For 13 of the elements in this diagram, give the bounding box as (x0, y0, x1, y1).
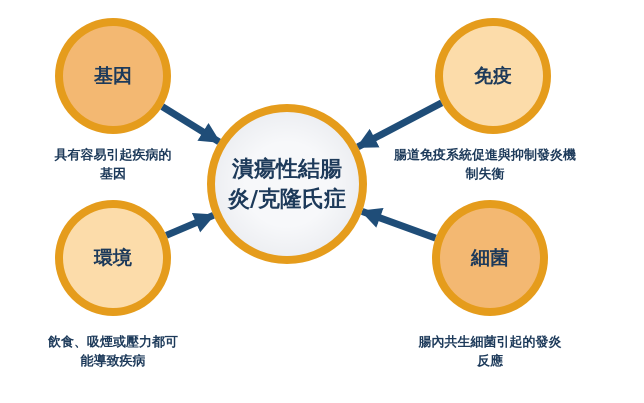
description-text: 飲食、吸煙或壓力都可能導致疾病 (47, 334, 179, 371)
arrow (360, 208, 437, 242)
circle-node: 環境 (55, 200, 171, 316)
circle-node: 潰瘍性結腸炎/克隆氏症 (207, 104, 367, 264)
circle-node: 細菌 (432, 200, 548, 316)
arrow (356, 100, 444, 150)
description-text: 腸道免疫系統促進與抑制發炎機制失衡 (392, 146, 577, 184)
arrow (165, 212, 216, 239)
arrow (160, 104, 221, 145)
description-text: 具有容易引起疾病的基因 (54, 146, 172, 184)
description-text: 腸內共生細菌引起的發炎反應 (417, 334, 562, 371)
circle-node: 免疫 (435, 18, 551, 134)
circle-node: 基因 (55, 18, 171, 134)
